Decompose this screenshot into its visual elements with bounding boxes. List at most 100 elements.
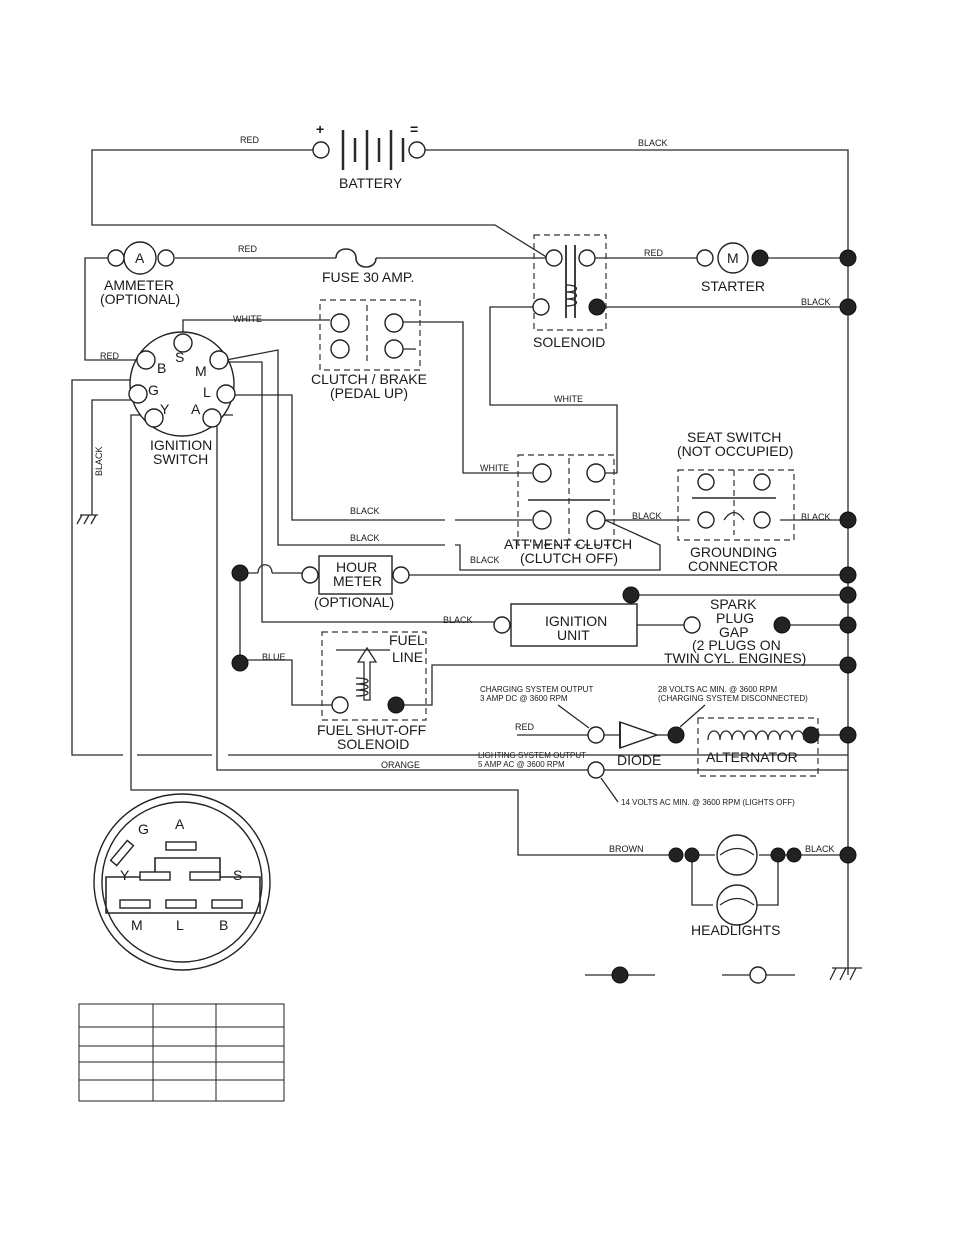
wire-black-ignition-unit: BLACK — [443, 615, 473, 625]
wire-red-battery: RED — [240, 135, 260, 145]
fuel-solenoid-label-2: SOLENOID — [337, 736, 409, 752]
solenoid-label: SOLENOID — [533, 334, 605, 350]
ign-terminal-g: G — [148, 382, 159, 398]
ign-terminal-a: A — [191, 401, 201, 417]
spark-plug-label-2: PLUG — [716, 610, 754, 626]
seat-switch-sub: (NOT OCCUPIED) — [677, 443, 793, 459]
plug-a: A — [175, 816, 185, 832]
wire-black-clutch: BLACK — [350, 506, 380, 516]
wire-orange: ORANGE — [381, 760, 420, 770]
attment-clutch-label: ATT'MENT CLUTCH — [504, 536, 632, 552]
note-charging-2: 3 AMP DC @ 3600 RPM — [480, 694, 568, 703]
alternator-label: ALTERNATOR — [706, 749, 798, 765]
plug-b: B — [219, 917, 228, 933]
fuse-label: FUSE 30 AMP. — [322, 269, 414, 285]
wire-white-attment: WHITE — [480, 463, 509, 473]
battery-plus: + — [316, 121, 324, 137]
empty-table — [78, 1003, 285, 1102]
plug-s: S — [233, 867, 242, 883]
seat-switch: SEAT SWITCH (NOT OCCUPIED) GROUNDING CON… — [677, 429, 793, 574]
ground-bus — [839, 249, 857, 864]
battery-minus: = — [410, 121, 418, 137]
fuse: FUSE 30 AMP. — [322, 248, 414, 285]
battery: + = BATTERY — [312, 121, 426, 191]
seat-switch-label: SEAT SWITCH — [687, 429, 781, 445]
plug-l: L — [176, 917, 184, 933]
ammeter: A AMMETER (OPTIONAL) — [100, 241, 180, 307]
hour-meter-optional: (OPTIONAL) — [314, 594, 394, 610]
ignition-switch: S B M G L Y A IGNITION SWITCH — [128, 331, 236, 467]
wire-white-solenoid: WHITE — [554, 394, 583, 404]
fuel-line-label: FUEL — [389, 632, 425, 648]
clutch-brake-label: CLUTCH / BRAKE — [311, 371, 427, 387]
starter-label: STARTER — [701, 278, 765, 294]
ign-terminal-s: S — [175, 349, 184, 365]
ign-terminal-m: M — [195, 363, 207, 379]
spark-plug-label: SPARK — [710, 596, 757, 612]
fuel-solenoid: FUEL LINE FUEL SHUT-OFF SOLENOID — [231, 632, 426, 752]
charging-circuit: DIODE ALTERNATOR — [587, 721, 820, 779]
ign-terminal-b: B — [157, 360, 166, 376]
ignition-plug-view: G A Y S M L B — [93, 793, 271, 971]
clutch-brake-sub: (PEDAL UP) — [330, 385, 408, 401]
headlights: HEADLIGHTS — [668, 834, 802, 938]
attachment-clutch-switch: ATT'MENT CLUTCH (CLUTCH OFF) — [504, 458, 632, 566]
starter-symbol: M — [727, 250, 739, 266]
wire-black-battery: BLACK — [638, 138, 668, 148]
wire-red-alternator: RED — [515, 722, 535, 732]
wire-blue: BLUE — [262, 652, 286, 662]
legend — [611, 966, 767, 984]
wire-white-clutch: WHITE — [233, 314, 262, 324]
wire-black-vertical: BLACK — [94, 446, 104, 476]
wire-black-seat-ground: BLACK — [801, 512, 831, 522]
hour-meter: HOUR METER (OPTIONAL) — [231, 555, 410, 610]
diode-label: DIODE — [617, 752, 661, 768]
wire-red-starter: RED — [644, 248, 664, 258]
headlights-label: HEADLIGHTS — [691, 922, 780, 938]
ammeter-symbol: A — [135, 250, 145, 266]
note-lighting: LIGHTING SYSTEM OUTPUT — [478, 751, 586, 760]
wire-brown: BROWN — [609, 844, 644, 854]
clutch-brake-switch: CLUTCH / BRAKE (PEDAL UP) — [311, 305, 427, 401]
hour-meter-label-2: METER — [333, 573, 382, 589]
fuel-line-label-2: LINE — [392, 649, 423, 665]
wire-black-attment-seat: BLACK — [632, 511, 662, 521]
wire-red-ammeter: RED — [238, 244, 258, 254]
spark-plug: SPARK PLUG GAP (2 PLUGS ON TWIN CYL. ENG… — [622, 586, 806, 666]
wire-black-headlights: BLACK — [805, 844, 835, 854]
solenoid: SOLENOID — [532, 245, 606, 350]
ignition-unit-label: IGNITION — [545, 613, 607, 629]
wire-black-attment: BLACK — [470, 555, 500, 565]
ignition-unit: IGNITION UNIT — [493, 603, 701, 647]
spark-plug-label-5: TWIN CYL. ENGINES) — [664, 650, 806, 666]
ignition-switch-label: IGNITION — [150, 437, 212, 453]
note-charging: CHARGING SYSTEM OUTPUT — [480, 685, 593, 694]
note-14-volts: 14 VOLTS AC MIN. @ 3600 RPM (LIGHTS OFF) — [621, 798, 795, 807]
plug-m: M — [131, 917, 143, 933]
wire-red-switch: RED — [100, 351, 120, 361]
attment-clutch-sub: (CLUTCH OFF) — [520, 550, 618, 566]
hour-meter-label: HOUR — [336, 559, 377, 575]
note-28-volts-2: (CHARGING SYSTEM DISCONNECTED) — [658, 694, 808, 703]
wire-black-switch: BLACK — [350, 533, 380, 543]
plug-y: Y — [120, 867, 130, 883]
notes: CHARGING SYSTEM OUTPUT 3 AMP DC @ 3600 R… — [478, 685, 808, 807]
ignition-unit-label-2: UNIT — [557, 627, 590, 643]
ign-terminal-y: Y — [160, 401, 170, 417]
dashed-boxes — [319, 234, 819, 777]
spark-plug-label-4: (2 PLUGS ON — [692, 637, 781, 653]
wire-labels: RED BLACK RED RED BLACK WHITE RED WHITE … — [94, 135, 835, 854]
spark-plug-label-3: GAP — [719, 624, 749, 640]
wire-black-solenoid: BLACK — [801, 297, 831, 307]
grounding-connector-label: GROUNDING — [690, 544, 777, 560]
ammeter-optional: (OPTIONAL) — [100, 291, 180, 307]
note-lighting-2: 5 AMP AC @ 3600 RPM — [478, 760, 565, 769]
grounding-connector-label-2: CONNECTOR — [688, 558, 778, 574]
starter: M STARTER — [696, 242, 769, 294]
note-28-volts: 28 VOLTS AC MIN. @ 3600 RPM — [658, 685, 777, 694]
ammeter-label: AMMETER — [104, 277, 174, 293]
fuel-solenoid-label: FUEL SHUT-OFF — [317, 722, 426, 738]
plug-g: G — [138, 821, 149, 837]
battery-label: BATTERY — [339, 175, 403, 191]
